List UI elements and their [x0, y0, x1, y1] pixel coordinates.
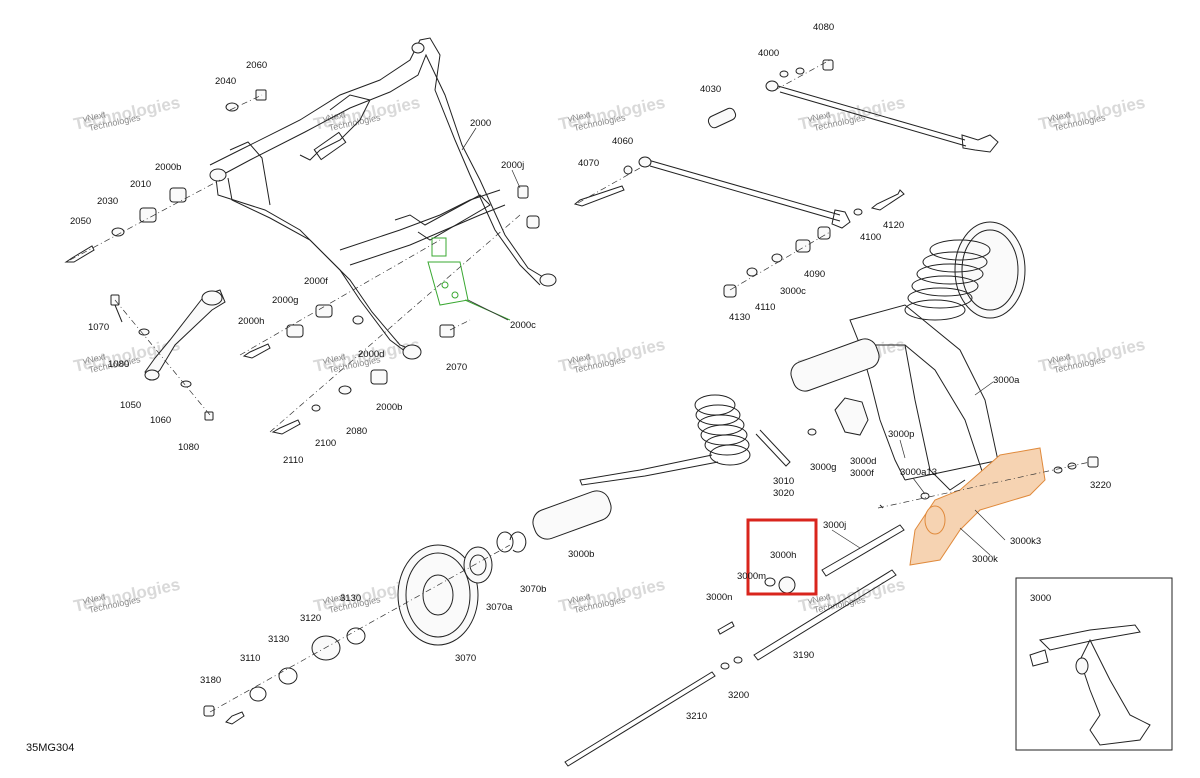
label-3020: 3020	[773, 488, 794, 499]
label-4120: 4120	[883, 220, 904, 231]
rear-arm-assembly	[790, 221, 1099, 566]
label-3010: 3010	[773, 476, 794, 487]
axis-lines-left	[69, 94, 521, 433]
spring-3010	[579, 394, 791, 486]
part-2000c-green	[427, 237, 511, 321]
linkage-1050	[110, 289, 226, 421]
watermark-line1: vNext	[567, 109, 592, 124]
pulley-3070	[203, 544, 511, 725]
label-2000f: 2000f	[304, 276, 328, 287]
watermark-line1: vNext	[567, 591, 592, 606]
front-arm-assembly	[209, 37, 557, 360]
label-3000g: 3000g	[810, 462, 836, 473]
label-2000g: 2000g	[272, 295, 298, 306]
label-2010: 2010	[130, 179, 151, 190]
label-1060: 1060	[150, 415, 171, 426]
label-3000j: 3000j	[823, 520, 846, 531]
label-3190: 3190	[793, 650, 814, 661]
label-3070a: 3070a	[486, 602, 513, 613]
label-3070b: 3070b	[520, 584, 546, 595]
label-3180: 3180	[200, 675, 221, 686]
watermark-line1: vNext	[82, 351, 107, 366]
label-3000a13: 3000a13	[900, 467, 937, 478]
label-4000: 4000	[758, 48, 779, 59]
label-2000b-lower: 2000b	[376, 402, 402, 413]
watermarks: Technologies vNext Technologies Technolo…	[72, 93, 1147, 616]
label-4090: 4090	[804, 269, 825, 280]
diagram-code: 35MG304	[26, 742, 75, 754]
label-1080-upper: 1080	[108, 359, 129, 370]
label-2000c: 2000c	[510, 320, 536, 331]
label-3220: 3220	[1090, 480, 1111, 491]
label-3110: 3110	[240, 653, 260, 664]
label-4030: 4030	[700, 84, 721, 95]
spring-3000-main	[904, 239, 991, 321]
label-3210: 3210	[686, 711, 707, 722]
part-3000k-orange	[909, 447, 1046, 566]
tube-3000b	[496, 490, 612, 553]
watermark-line1: vNext	[1047, 109, 1072, 124]
watermark-line1: vNext	[82, 109, 107, 124]
label-3120: 3120	[300, 613, 321, 624]
watermark-line1: vNext	[82, 591, 107, 606]
label-1070: 1070	[88, 322, 109, 333]
label-3070: 3070	[455, 653, 476, 664]
label-1080-lower: 1080	[178, 442, 199, 453]
part-labels: 2060 2040 2000 2000j 2000b 2010 2030 205…	[70, 22, 1111, 722]
label-3000f: 3000f	[850, 468, 874, 479]
label-3000d: 3000d	[850, 456, 876, 467]
label-2000: 2000	[470, 118, 491, 129]
label-3000m: 3000m	[737, 571, 766, 582]
label-2000j: 2000j	[501, 160, 524, 171]
label-2000h: 2000h	[238, 316, 264, 327]
label-1050: 1050	[120, 400, 141, 411]
label-4130: 4130	[729, 312, 750, 323]
label-4110: 4110	[755, 302, 775, 313]
label-3000b: 3000b	[568, 549, 594, 560]
watermark-line1: vNext	[322, 351, 347, 366]
watermark-line1: vNext	[1047, 351, 1072, 366]
label-4100: 4100	[860, 232, 881, 243]
label-3000k: 3000k	[972, 554, 998, 565]
left-fasteners	[64, 89, 540, 435]
label-3130-lower: 3130	[268, 634, 289, 645]
label-3000h: 3000h	[770, 550, 796, 561]
label-3130-upper: 3130	[340, 593, 361, 604]
label-2060: 2060	[246, 60, 267, 71]
label-3200: 3200	[728, 690, 749, 701]
label-2080: 2080	[346, 426, 367, 437]
label-4070: 4070	[578, 158, 599, 169]
shafts	[564, 524, 905, 767]
label-2030: 2030	[97, 196, 118, 207]
label-2070: 2070	[446, 362, 467, 373]
rod-assemblies	[573, 59, 999, 298]
label-2100: 2100	[315, 438, 336, 449]
highlight-box-3000h	[746, 518, 818, 596]
label-2000b: 2000b	[155, 162, 181, 173]
label-2110: 2110	[283, 455, 303, 466]
label-2050: 2050	[70, 216, 91, 227]
label-3000-inset: 3000	[1030, 593, 1051, 604]
label-3000a: 3000a	[993, 375, 1020, 386]
label-3000n: 3000n	[706, 592, 732, 603]
watermark-line1: vNext	[807, 109, 832, 124]
inset-overview	[1015, 577, 1173, 751]
label-2040: 2040	[215, 76, 236, 87]
watermark-line1: vNext	[567, 351, 592, 366]
label-3000k3: 3000k3	[1010, 536, 1041, 547]
label-4060: 4060	[612, 136, 633, 147]
label-3000c: 3000c	[780, 286, 806, 297]
label-4080: 4080	[813, 22, 834, 33]
label-3000p: 3000p	[888, 429, 914, 440]
watermark-line1: vNext	[322, 591, 347, 606]
leader-lines	[461, 127, 1006, 556]
label-2000d: 2000d	[358, 349, 384, 360]
